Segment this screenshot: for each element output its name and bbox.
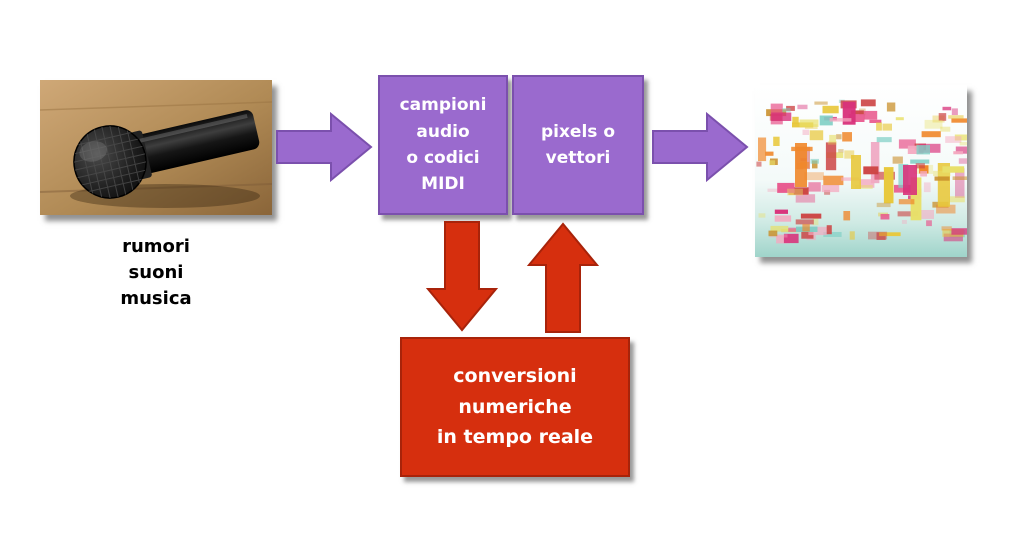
arrow-mic-to-audio-icon [276, 110, 374, 184]
pixels-image [755, 85, 967, 257]
box-pixels-vectors: pixels o vettori [512, 75, 644, 215]
box-numeric-conversion: conversioni numeriche in tempo reale [400, 337, 630, 477]
box-audio-samples: campioni audio o codici MIDI [378, 75, 508, 215]
microphone-illustration [40, 80, 272, 215]
arrow-audio-to-conversion-icon [425, 221, 499, 333]
arrow-pixels-to-image-icon [652, 110, 750, 184]
pixels-illustration [755, 85, 967, 257]
arrow-conversion-to-pixels-icon [526, 221, 600, 333]
mic-caption: rumori suoni musica [120, 236, 192, 310]
microphone-image [40, 80, 272, 215]
